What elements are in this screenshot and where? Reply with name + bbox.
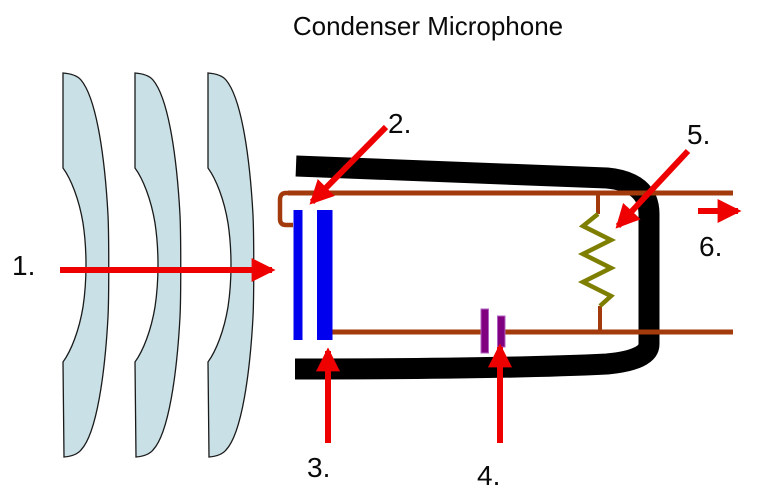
label-2: 2. [388,108,411,139]
arrow-2-diaphragm-icon [309,124,389,205]
diaphragm-plate [293,210,303,340]
label-6: 6. [699,231,722,262]
capacitor-plate-left [480,308,489,354]
wire-diaphragm-hook [277,190,293,228]
label-5: 5. [687,119,710,150]
label-3: 3. [307,452,330,483]
label-1: 1. [12,250,35,281]
diagram-title: Condenser Microphone [293,11,563,41]
sound-wave-2 [134,72,182,458]
sound-wave-3 [207,72,255,458]
microphone-housing [294,155,660,380]
sound-wave-1 [62,72,110,458]
resistor [577,212,617,308]
capacitor-plate-right [497,315,506,348]
backplate [317,210,333,340]
arrow-5-resistor-icon [615,148,691,229]
label-4: 4. [477,460,500,491]
